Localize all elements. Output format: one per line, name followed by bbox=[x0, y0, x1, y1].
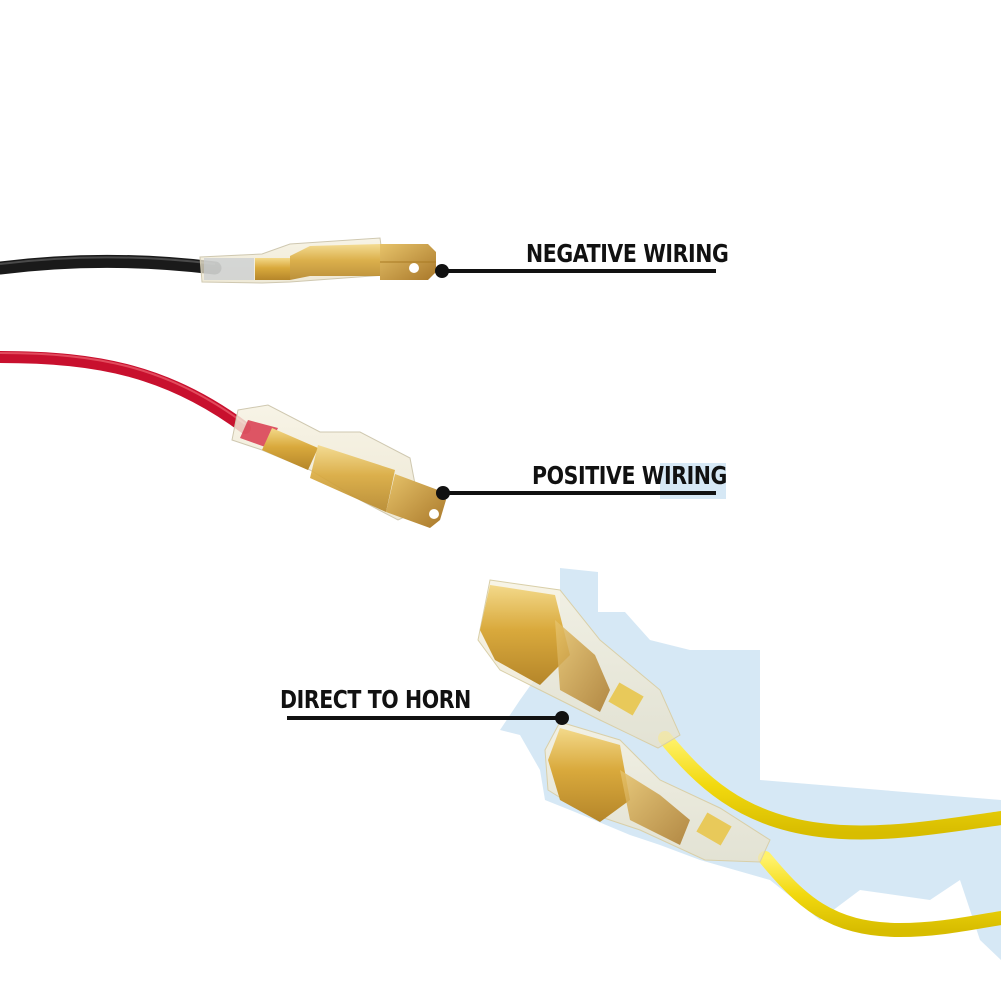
callout-dot bbox=[435, 264, 449, 278]
callout-dot bbox=[436, 486, 450, 500]
callout-horn bbox=[287, 711, 569, 725]
red-wire-assembly bbox=[0, 351, 446, 528]
yellow-wire-assembly bbox=[477, 579, 1001, 938]
callout-negative bbox=[435, 264, 716, 278]
negative-wiring-label: NEGATIVE WIRING bbox=[526, 239, 729, 268]
background-accent-shape bbox=[500, 463, 1001, 960]
callout-positive bbox=[436, 486, 716, 500]
positive-wiring-label: POSITIVE WIRING bbox=[532, 461, 727, 490]
direct-to-horn-label: DIRECT TO HORN bbox=[280, 685, 471, 714]
black-wire-assembly bbox=[0, 237, 436, 284]
callout-dot bbox=[555, 711, 569, 725]
